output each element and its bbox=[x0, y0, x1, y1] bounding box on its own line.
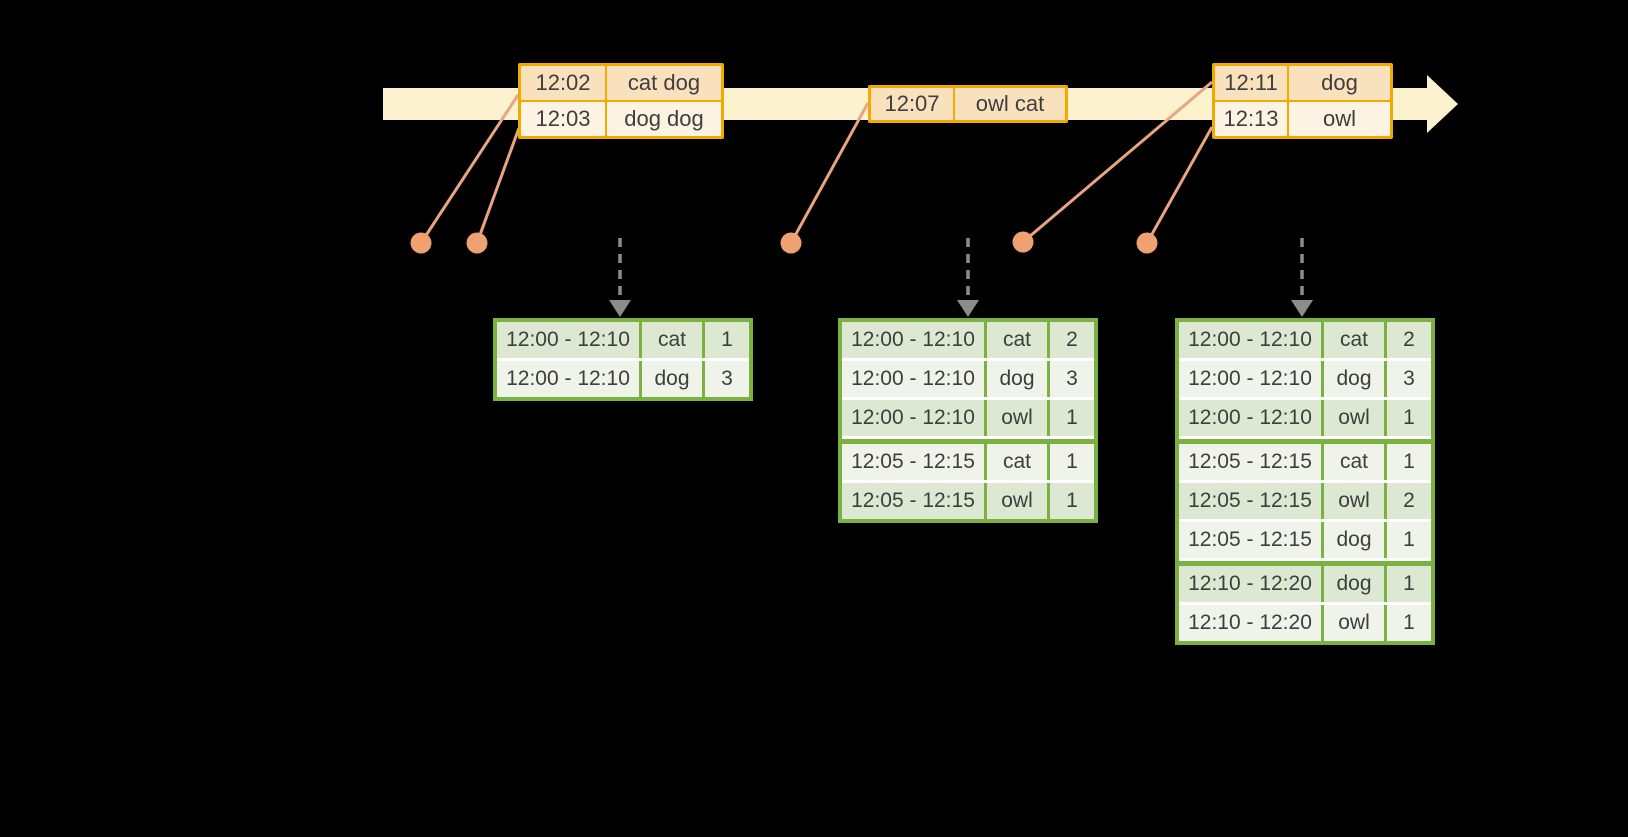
event-connector-line bbox=[475, 127, 521, 244]
result-word-cell: cat bbox=[987, 322, 1047, 358]
result-window-cell: 12:05 - 12:15 bbox=[1179, 522, 1321, 558]
trigger-arrowhead-icon bbox=[1291, 300, 1313, 317]
event-words-cell: dog bbox=[1289, 66, 1390, 100]
result-count-cell: 1 bbox=[1050, 483, 1094, 519]
result-window-cell: 12:00 - 12:10 bbox=[1179, 361, 1321, 397]
result-count-cell: 1 bbox=[1387, 605, 1431, 641]
result-window-cell: 12:00 - 12:10 bbox=[1179, 400, 1321, 436]
event-words-cell: dog dog bbox=[607, 102, 721, 136]
result-window-cell: 12:05 - 12:15 bbox=[1179, 444, 1321, 480]
result-window-cell: 12:05 - 12:15 bbox=[842, 483, 984, 519]
result-window-cell: 12:00 - 12:10 bbox=[842, 400, 984, 436]
result-count-cell: 1 bbox=[705, 322, 749, 358]
trigger-arrowhead-icon bbox=[609, 300, 631, 317]
event-time-cell: 12:02 bbox=[521, 66, 605, 100]
event-time-cell: 12:11 bbox=[1215, 66, 1287, 100]
result-window-cell: 12:00 - 12:10 bbox=[497, 322, 639, 358]
result-word-cell: owl bbox=[1324, 400, 1384, 436]
event-words-cell: owl bbox=[1289, 102, 1390, 136]
result-word-cell: owl bbox=[1324, 605, 1384, 641]
result-count-cell: 1 bbox=[1387, 400, 1431, 436]
result-window-cell: 12:00 - 12:10 bbox=[842, 361, 984, 397]
event-dot bbox=[466, 232, 488, 254]
result-word-cell: dog bbox=[1324, 522, 1384, 558]
result-count-cell: 1 bbox=[1387, 566, 1431, 602]
result-count-cell: 1 bbox=[1387, 522, 1431, 558]
result-word-cell: cat bbox=[1324, 444, 1384, 480]
result-count-cell: 3 bbox=[705, 361, 749, 397]
result-count-cell: 3 bbox=[1050, 361, 1094, 397]
event-dot bbox=[1136, 232, 1158, 254]
result-word-cell: cat bbox=[987, 444, 1047, 480]
trigger-arrowhead-icon bbox=[957, 300, 979, 317]
result-word-cell: cat bbox=[642, 322, 702, 358]
result-word-cell: owl bbox=[987, 400, 1047, 436]
result-window-cell: 12:10 - 12:20 bbox=[1179, 605, 1321, 641]
result-window-cell: 12:05 - 12:15 bbox=[842, 444, 984, 480]
result-count-cell: 1 bbox=[1050, 444, 1094, 480]
event-connector-line bbox=[1022, 80, 1213, 244]
result-count-cell: 1 bbox=[1050, 400, 1094, 436]
result-count-cell: 1 bbox=[1387, 444, 1431, 480]
event-words-cell: owl cat bbox=[955, 88, 1065, 120]
result-count-cell: 2 bbox=[1050, 322, 1094, 358]
result-window-cell: 12:00 - 12:10 bbox=[497, 361, 639, 397]
result-word-cell: owl bbox=[987, 483, 1047, 519]
result-count-cell: 2 bbox=[1387, 483, 1431, 519]
result-window-cell: 12:00 - 12:10 bbox=[842, 322, 984, 358]
result-window-cell: 12:00 - 12:10 bbox=[1179, 322, 1321, 358]
timeline-arrowhead-icon bbox=[1427, 75, 1458, 133]
result-word-cell: dog bbox=[642, 361, 702, 397]
result-window-cell: 12:05 - 12:15 bbox=[1179, 483, 1321, 519]
result-word-cell: owl bbox=[1324, 483, 1384, 519]
event-dot bbox=[1012, 231, 1034, 253]
result-count-cell: 3 bbox=[1387, 361, 1431, 397]
event-dot bbox=[780, 232, 802, 254]
event-connector-line bbox=[789, 102, 870, 244]
result-count-cell: 2 bbox=[1387, 322, 1431, 358]
event-connector-line bbox=[1145, 126, 1214, 244]
event-time-cell: 12:03 bbox=[521, 102, 605, 136]
event-time-cell: 12:13 bbox=[1215, 102, 1287, 136]
event-connector-line bbox=[419, 94, 520, 244]
result-word-cell: dog bbox=[1324, 566, 1384, 602]
event-dot bbox=[410, 232, 432, 254]
event-time-cell: 12:07 bbox=[871, 88, 953, 120]
result-word-cell: dog bbox=[1324, 361, 1384, 397]
result-word-cell: dog bbox=[987, 361, 1047, 397]
event-words-cell: cat dog bbox=[607, 66, 721, 100]
result-word-cell: cat bbox=[1324, 322, 1384, 358]
result-window-cell: 12:10 - 12:20 bbox=[1179, 566, 1321, 602]
